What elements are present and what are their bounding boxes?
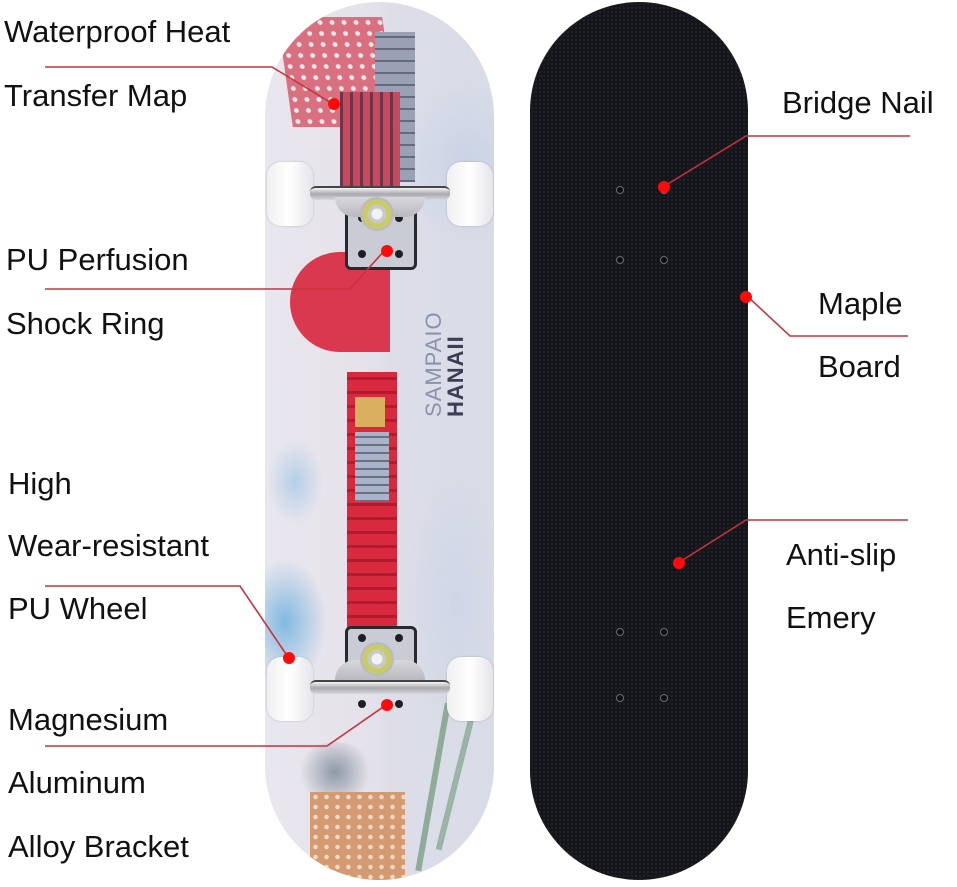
kingpin-icon — [360, 197, 394, 231]
callout-dot-anti-slip — [673, 557, 685, 569]
label-bridge-nail: Bridge Nail — [782, 85, 934, 120]
label-bracket-line3: Alloy Bracket — [8, 829, 189, 864]
bolt-hole-icon — [660, 628, 668, 636]
callout-dot-bracket — [381, 699, 393, 711]
label-heat-transfer-line2: Transfer Map — [4, 78, 188, 113]
bolt-hole-icon — [660, 256, 668, 264]
label-anti-slip-line1: Anti-slip — [786, 537, 897, 572]
truck-axle — [310, 680, 450, 694]
label-shock-ring-line2: Shock Ring — [6, 306, 165, 341]
label-pu-wheel-line2: Wear-resistant — [8, 528, 209, 563]
truck-axle — [310, 186, 450, 200]
callout-dot-bridge-nail — [658, 181, 670, 193]
label-bracket-line1: Magnesium — [8, 702, 169, 737]
wheel-right — [447, 657, 493, 721]
label-maple-board-line2: Board — [818, 349, 901, 384]
wheel-left — [267, 162, 313, 226]
bolt-icon — [358, 634, 366, 642]
label-heat-transfer-line1: Waterproof Heat — [4, 14, 231, 49]
bolt-icon — [395, 214, 403, 222]
bolt-icon — [358, 700, 366, 708]
label-anti-slip-line2: Emery — [786, 600, 876, 635]
wheel-right — [447, 162, 493, 226]
bolt-hole-icon — [616, 628, 624, 636]
brand-line-2: HANAII — [443, 335, 468, 417]
bolt-hole-icon — [616, 186, 624, 194]
skateboard-deck-griptape — [530, 2, 748, 880]
callout-dot-shock-ring — [381, 245, 393, 257]
callout-dot-heat-transfer-map — [328, 98, 340, 110]
callout-dot-maple-board — [740, 291, 752, 303]
label-shock-ring-line1: PU Perfusion — [6, 242, 189, 277]
rear-truck — [265, 622, 494, 732]
artwork-orange-building — [310, 792, 405, 880]
artwork-tower-accent — [355, 397, 385, 427]
deck-brand-text: SAMPAIO HANAII — [421, 311, 468, 417]
wheel-left — [267, 657, 313, 721]
callout-dot-pu-wheel — [283, 652, 295, 664]
label-maple-board-line1: Maple — [818, 286, 903, 321]
bolt-icon — [358, 250, 366, 258]
artwork-tower-windows — [355, 432, 389, 502]
label-bracket-line2: Aluminum — [8, 765, 146, 800]
bolt-icon — [395, 700, 403, 708]
bolt-icon — [395, 250, 403, 258]
label-pu-wheel-line3: PU Wheel — [8, 591, 148, 626]
bolt-icon — [395, 634, 403, 642]
bolt-hole-icon — [616, 694, 624, 702]
brand-line-1: SAMPAIO — [421, 311, 446, 417]
label-pu-wheel-line1: High — [8, 466, 72, 501]
kingpin-icon — [360, 642, 394, 676]
artwork-red-building — [340, 92, 400, 187]
bolt-hole-icon — [616, 256, 624, 264]
front-truck — [265, 152, 494, 270]
bolt-hole-icon — [660, 694, 668, 702]
skateboard-deck-top: SAMPAIO HANAII — [265, 2, 494, 880]
